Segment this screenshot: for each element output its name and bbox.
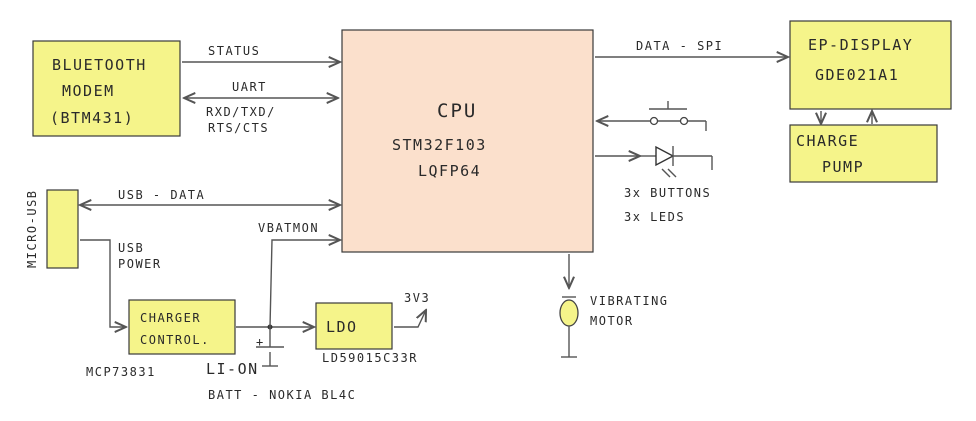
cpu-package: LQFP64 <box>418 162 481 180</box>
display-line-2: GDE021A1 <box>815 66 899 84</box>
vbatmon-label: VBATMON <box>258 221 319 235</box>
charge-pump-line-1: CHARGE <box>796 132 859 150</box>
ldo-block: LDO <box>315 302 393 350</box>
vibrating-motor-symbol <box>559 254 579 358</box>
usb-data-label: USB - DATA <box>118 188 205 202</box>
bluetooth-line-3: (BTM431) <box>50 109 134 127</box>
micro-usb-connector <box>46 189 79 269</box>
uart-pins-label-1: RXD/TXD/ <box>206 105 276 119</box>
leds-label: 3x LEDS <box>624 210 685 224</box>
charge-pump-line-2: PUMP <box>822 158 864 176</box>
button-switch-symbol <box>597 101 707 131</box>
display-line-1: EP-DISPLAY <box>808 36 913 54</box>
led-symbol <box>595 145 713 178</box>
vibrating-label-1: VIBRATING <box>590 294 669 308</box>
battery-label: BATT - NOKIA BL4C <box>208 388 356 402</box>
vibrating-label-2: MOTOR <box>590 314 634 328</box>
bluetooth-line-2: MODEM <box>62 82 115 100</box>
usb-power-label-1: USB <box>118 241 144 255</box>
cpu-title: CPU <box>437 100 477 122</box>
battery-symbol <box>256 327 284 367</box>
charger-line-2: CONTROL. <box>140 333 210 347</box>
ep-display-block: EP-DISPLAY GDE021A1 <box>789 20 952 110</box>
bluetooth-line-1: BLUETOOTH <box>52 56 147 74</box>
charger-control-block: CHARGER CONTROL. <box>128 299 236 355</box>
cpu-part: STM32F103 <box>392 136 487 154</box>
uart-label: UART <box>232 80 267 94</box>
micro-usb-label: MICRO-USB <box>25 189 39 268</box>
mcp-part-label: MCP73831 <box>86 365 156 379</box>
ldo-part-label: LD59015C33R <box>322 351 418 365</box>
status-label: STATUS <box>208 44 260 58</box>
charger-line-1: CHARGER <box>140 311 201 325</box>
bluetooth-modem-block: BLUETOOTH MODEM (BTM431) <box>32 40 181 137</box>
v3v3-label: 3V3 <box>404 291 430 305</box>
buttons-label: 3x BUTTONS <box>624 186 711 200</box>
liion-label: LI-ON <box>206 360 259 378</box>
cpu-block: CPU STM32F103 LQFP64 <box>341 29 594 253</box>
ldo-label: LDO <box>326 318 358 336</box>
vbatmon-wire <box>269 240 340 328</box>
usb-power-label-2: POWER <box>118 257 162 271</box>
charge-pump-block: CHARGE PUMP <box>789 124 938 183</box>
data-spi-label: DATA - SPI <box>636 39 723 53</box>
uart-pins-label-2: RTS/CTS <box>208 121 269 135</box>
usb-power-wire <box>80 239 126 327</box>
ldo-output-wire <box>394 310 426 328</box>
battery-plus-label: + <box>256 335 265 349</box>
